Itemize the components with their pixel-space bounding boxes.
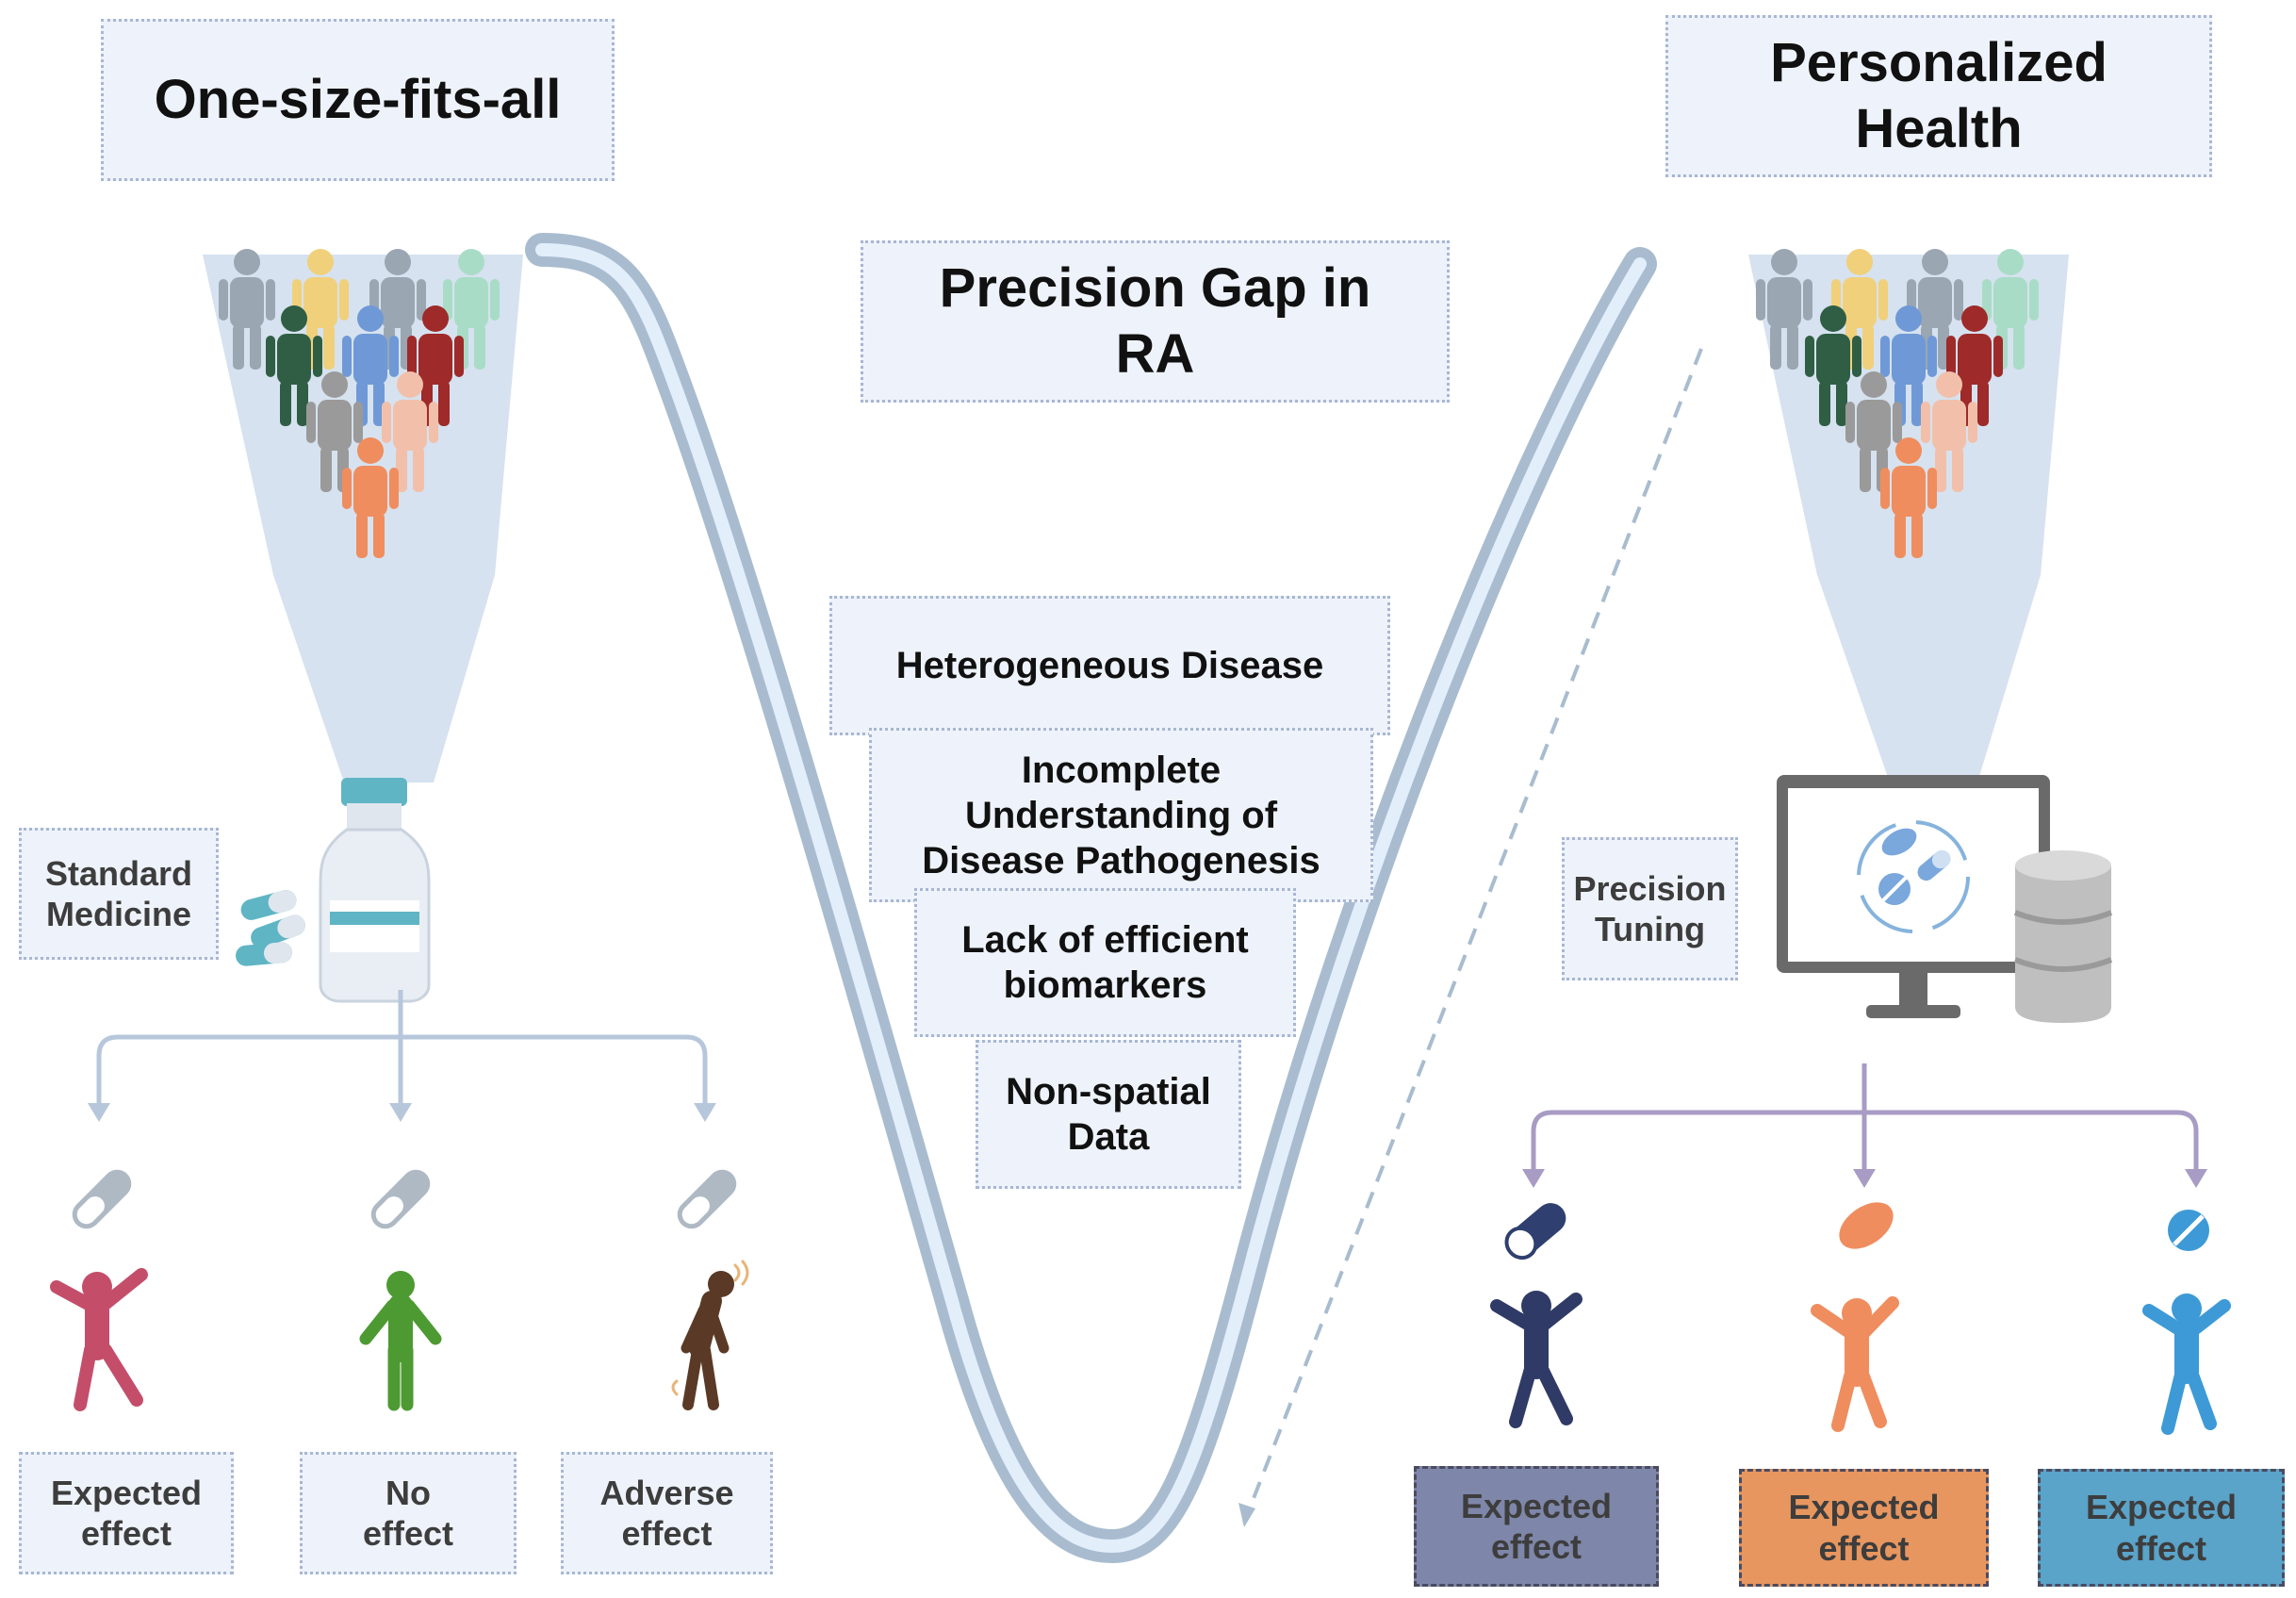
happy-person-icon [50, 1268, 148, 1411]
outcome-expected-right-2: Expected effect [1739, 1469, 1989, 1587]
gap-item-label: Lack of efficient biomarkers [961, 919, 1249, 1006]
gap-item-label: Non-spatial Data [1006, 1071, 1211, 1158]
standard-medicine-text: Standard Medicine [44, 853, 193, 933]
capsule-icon [365, 1163, 436, 1235]
left-title: One-size-fits-all [154, 69, 562, 131]
capsule-icon [1504, 1203, 1566, 1260]
left-branch-connector [96, 990, 708, 1108]
gap-item-biomarkers: Lack of efficient biomarkers [914, 888, 1296, 1037]
outcome-expected-right-1: Expected effect [1414, 1466, 1659, 1587]
precision-tuning-text: Precision Tuning [1573, 868, 1727, 948]
left-title-box: One-size-fits-all [101, 19, 615, 181]
gap-item-heterogeneous: Heterogeneous Disease [829, 596, 1390, 735]
center-title: Precision Gap in RA [939, 257, 1371, 385]
gap-item-pathogenesis: Incomplete Understanding of Disease Path… [869, 728, 1373, 902]
outcome-adverse: Adverse effect [561, 1452, 773, 1574]
gap-item-label: Incomplete Understanding of Disease Path… [922, 749, 1320, 881]
computer-monitor-icon [1777, 775, 2050, 1018]
neutral-person-icon [359, 1271, 442, 1411]
tablet-icon [2168, 1210, 2209, 1251]
outcome-label: Adverse effect [599, 1473, 734, 1553]
dashed-arrow-head [1238, 1503, 1255, 1527]
dashed-arrow-line [1242, 348, 1703, 1524]
sick-person-icon [671, 1260, 749, 1410]
capsule-group-icon [236, 890, 305, 966]
standard-medicine-label: Standard Medicine [19, 828, 219, 960]
happy-person-icon [1811, 1296, 1899, 1432]
outcome-label: Expected effect [1788, 1488, 1940, 1568]
outcome-label: No effect [362, 1473, 454, 1553]
pill-icon [1839, 1202, 1894, 1249]
gap-item-nonspatial: Non-spatial Data [976, 1040, 1241, 1189]
precision-tuning-label: Precision Tuning [1562, 837, 1738, 980]
capsule-icon [66, 1163, 138, 1235]
happy-person-icon [2142, 1293, 2231, 1435]
outcome-expected-left: Expected effect [19, 1452, 234, 1574]
medicine-vial-icon [319, 778, 431, 1003]
happy-person-icon [1490, 1291, 1583, 1428]
capsule-icon [671, 1163, 743, 1235]
outcome-label: Expected effect [1460, 1486, 1613, 1566]
database-icon [2013, 850, 2113, 1023]
outcome-label: Expected effect [50, 1473, 203, 1553]
outcome-no-effect: No effect [300, 1452, 517, 1574]
center-title-box: Precision Gap in RA [861, 240, 1450, 403]
outcome-expected-right-3: Expected effect [2038, 1469, 2285, 1587]
right-title-box: Personalized Health [1665, 15, 2212, 177]
gap-item-label: Heterogeneous Disease [895, 645, 1324, 686]
outcome-label: Expected effect [2085, 1488, 2238, 1568]
right-title: Personalized Health [1770, 32, 2107, 159]
right-branch-connector [1531, 1063, 2199, 1174]
